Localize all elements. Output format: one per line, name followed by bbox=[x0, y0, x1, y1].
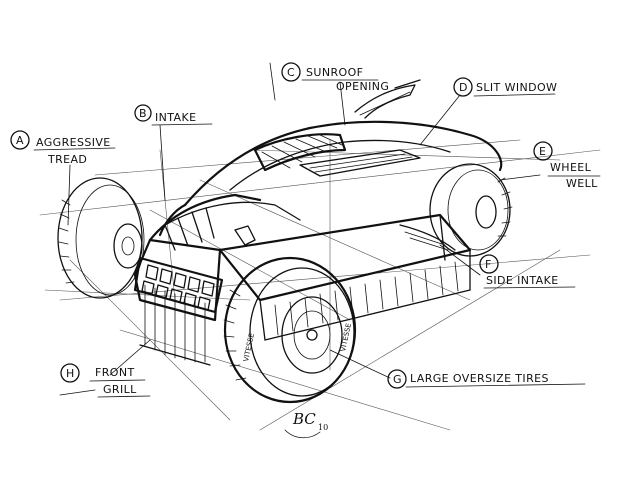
rear-right-wheel bbox=[429, 163, 513, 257]
front-right-wheel: VITESSE VITESSE bbox=[223, 256, 357, 404]
annotation-e-line-1: WHEEL bbox=[550, 161, 592, 174]
annotation-h-badge bbox=[60, 363, 80, 383]
front-grill bbox=[133, 256, 224, 314]
annotation-a-line-1: AGGRESSIVE bbox=[36, 136, 111, 149]
annotation-f-badge bbox=[479, 254, 499, 274]
annotation-a-line-2: TREAD bbox=[47, 153, 87, 166]
artist-signature: BC 10 bbox=[284, 410, 328, 439]
annotation-b-letter: B bbox=[139, 107, 147, 120]
rear-left-wheel bbox=[57, 177, 145, 299]
annotation-h-letter: H bbox=[66, 367, 74, 380]
annotation-d: D SLIT WINDOW bbox=[453, 77, 557, 97]
annotation-f: F SIDE INTAKE bbox=[479, 254, 576, 289]
annotation-f-letter: F bbox=[485, 258, 491, 271]
leader-lines bbox=[59, 79, 541, 396]
annotation-f-label: SIDE INTAKE bbox=[486, 274, 559, 287]
annotation-c-line-1: SUNROOF bbox=[306, 66, 363, 79]
annotation-h-line-1: FRONT bbox=[95, 366, 135, 379]
annotation-a-letter: A bbox=[16, 134, 24, 147]
annotation-d-badge bbox=[453, 77, 473, 97]
annotation-d-label: SLIT WINDOW bbox=[476, 81, 557, 94]
annotation-g-badge bbox=[387, 369, 407, 389]
annotation-e: E WHEEL WELL bbox=[533, 141, 601, 190]
annotation-b: B INTAKE bbox=[134, 104, 213, 126]
annotation-d-letter: D bbox=[459, 81, 467, 94]
annotation-h-line-2: GRILL bbox=[103, 383, 137, 396]
car-body bbox=[133, 84, 503, 366]
annotation-g: G LARGE OVERSIZE TIRES bbox=[387, 369, 586, 389]
signature-year: 10 bbox=[318, 423, 328, 432]
annotation-g-letter: G bbox=[393, 373, 402, 386]
annotation-h: H FRONT GRILL bbox=[60, 363, 151, 398]
annotation-c-letter: C bbox=[287, 66, 295, 79]
annotation-a-badge bbox=[10, 130, 30, 150]
annotation-e-line-2: WELL bbox=[566, 177, 598, 190]
annotation-a: A AGGRESSIVE TREAD bbox=[10, 130, 116, 166]
annotation-e-letter: E bbox=[539, 145, 546, 158]
annotation-b-label: INTAKE bbox=[155, 111, 196, 124]
annotation-b-badge bbox=[134, 104, 152, 122]
annotation-c-badge bbox=[281, 62, 301, 82]
annotation-c-line-2: OPENING bbox=[336, 80, 389, 93]
signature-initials: BC bbox=[292, 410, 316, 428]
annotation-g-label: LARGE OVERSIZE TIRES bbox=[410, 372, 549, 385]
annotation-e-badge bbox=[533, 141, 553, 161]
annotation-c: C SUNROOF OPENING bbox=[269, 62, 389, 101]
